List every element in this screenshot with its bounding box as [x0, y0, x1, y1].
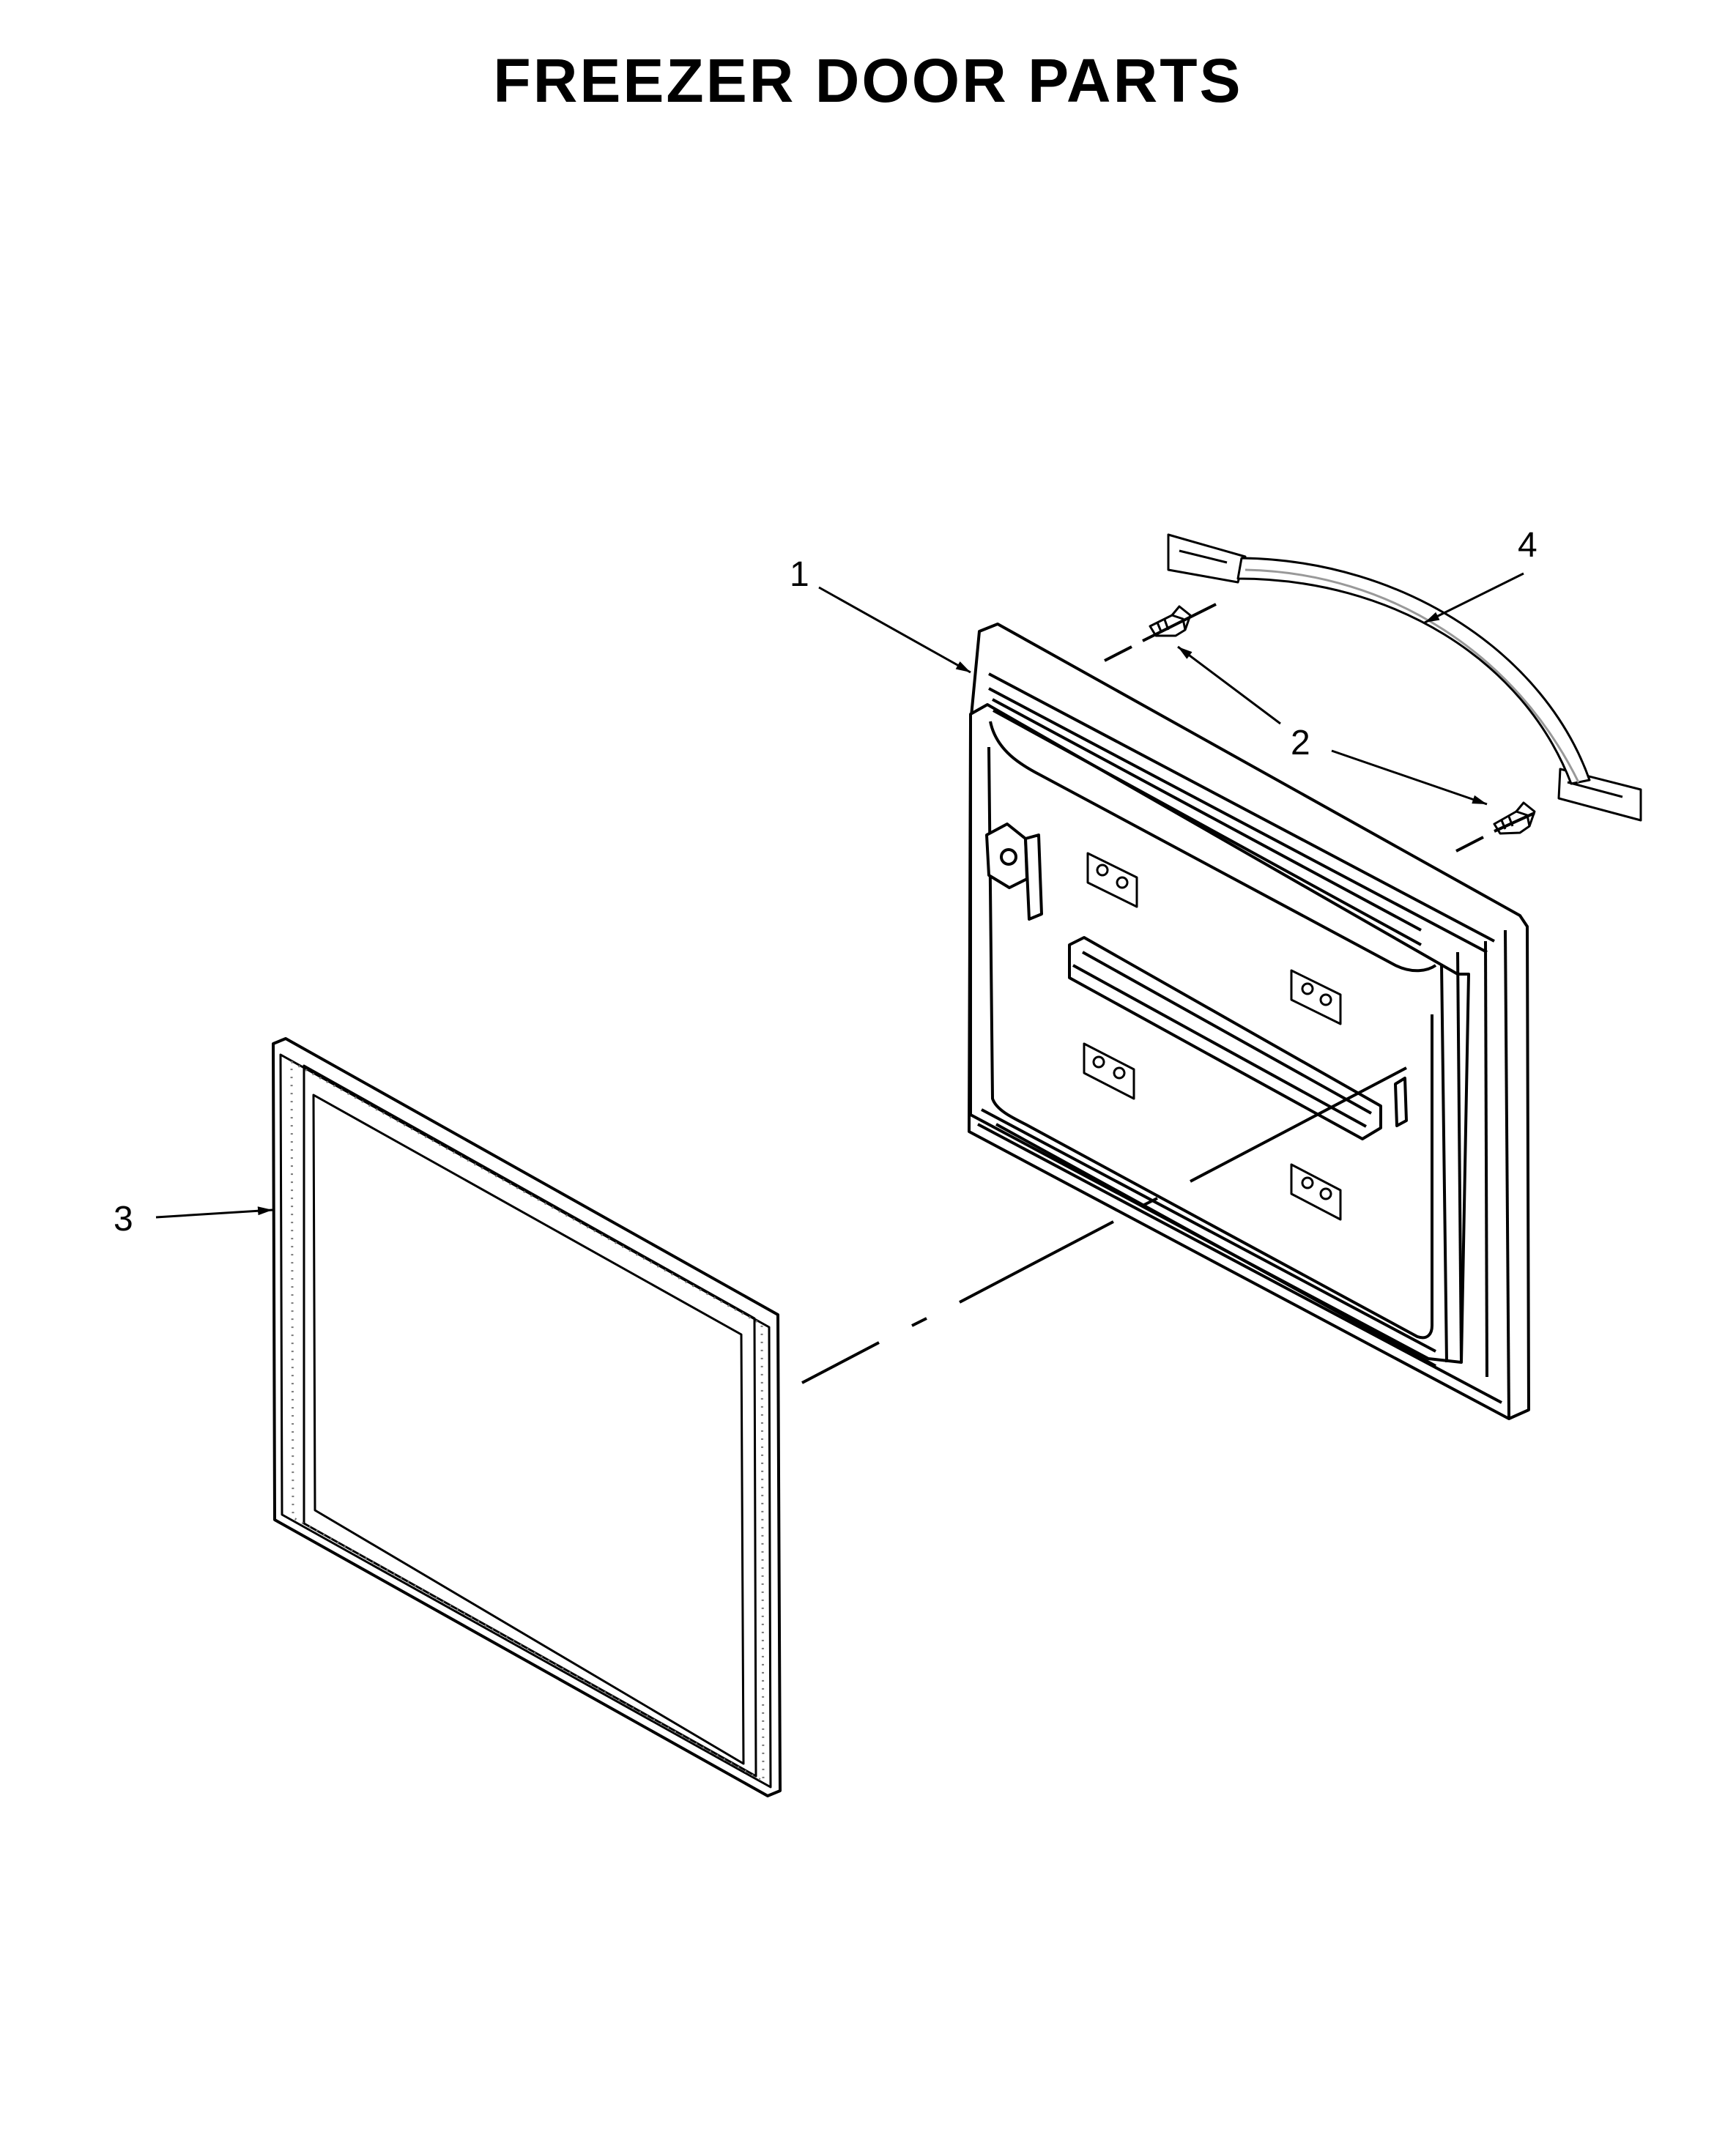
assembly-lines — [801, 603, 1535, 1384]
leader-1 — [818, 586, 971, 674]
door-handle — [1167, 533, 1642, 822]
callout-1: 1 — [790, 555, 809, 594]
callout-4: 4 — [1518, 526, 1537, 565]
callout-3: 3 — [114, 1200, 133, 1239]
leader-4 — [1424, 572, 1524, 624]
leader-2b — [1331, 749, 1488, 806]
door-gasket — [272, 1037, 782, 1797]
leader-3 — [155, 1206, 273, 1219]
callout-2: 2 — [1291, 724, 1310, 762]
callout-leaders — [155, 572, 1524, 1219]
leader-2a — [1177, 645, 1281, 725]
page-title: FREEZER DOOR PARTS — [493, 46, 1243, 115]
freezer-door — [968, 623, 1530, 1420]
